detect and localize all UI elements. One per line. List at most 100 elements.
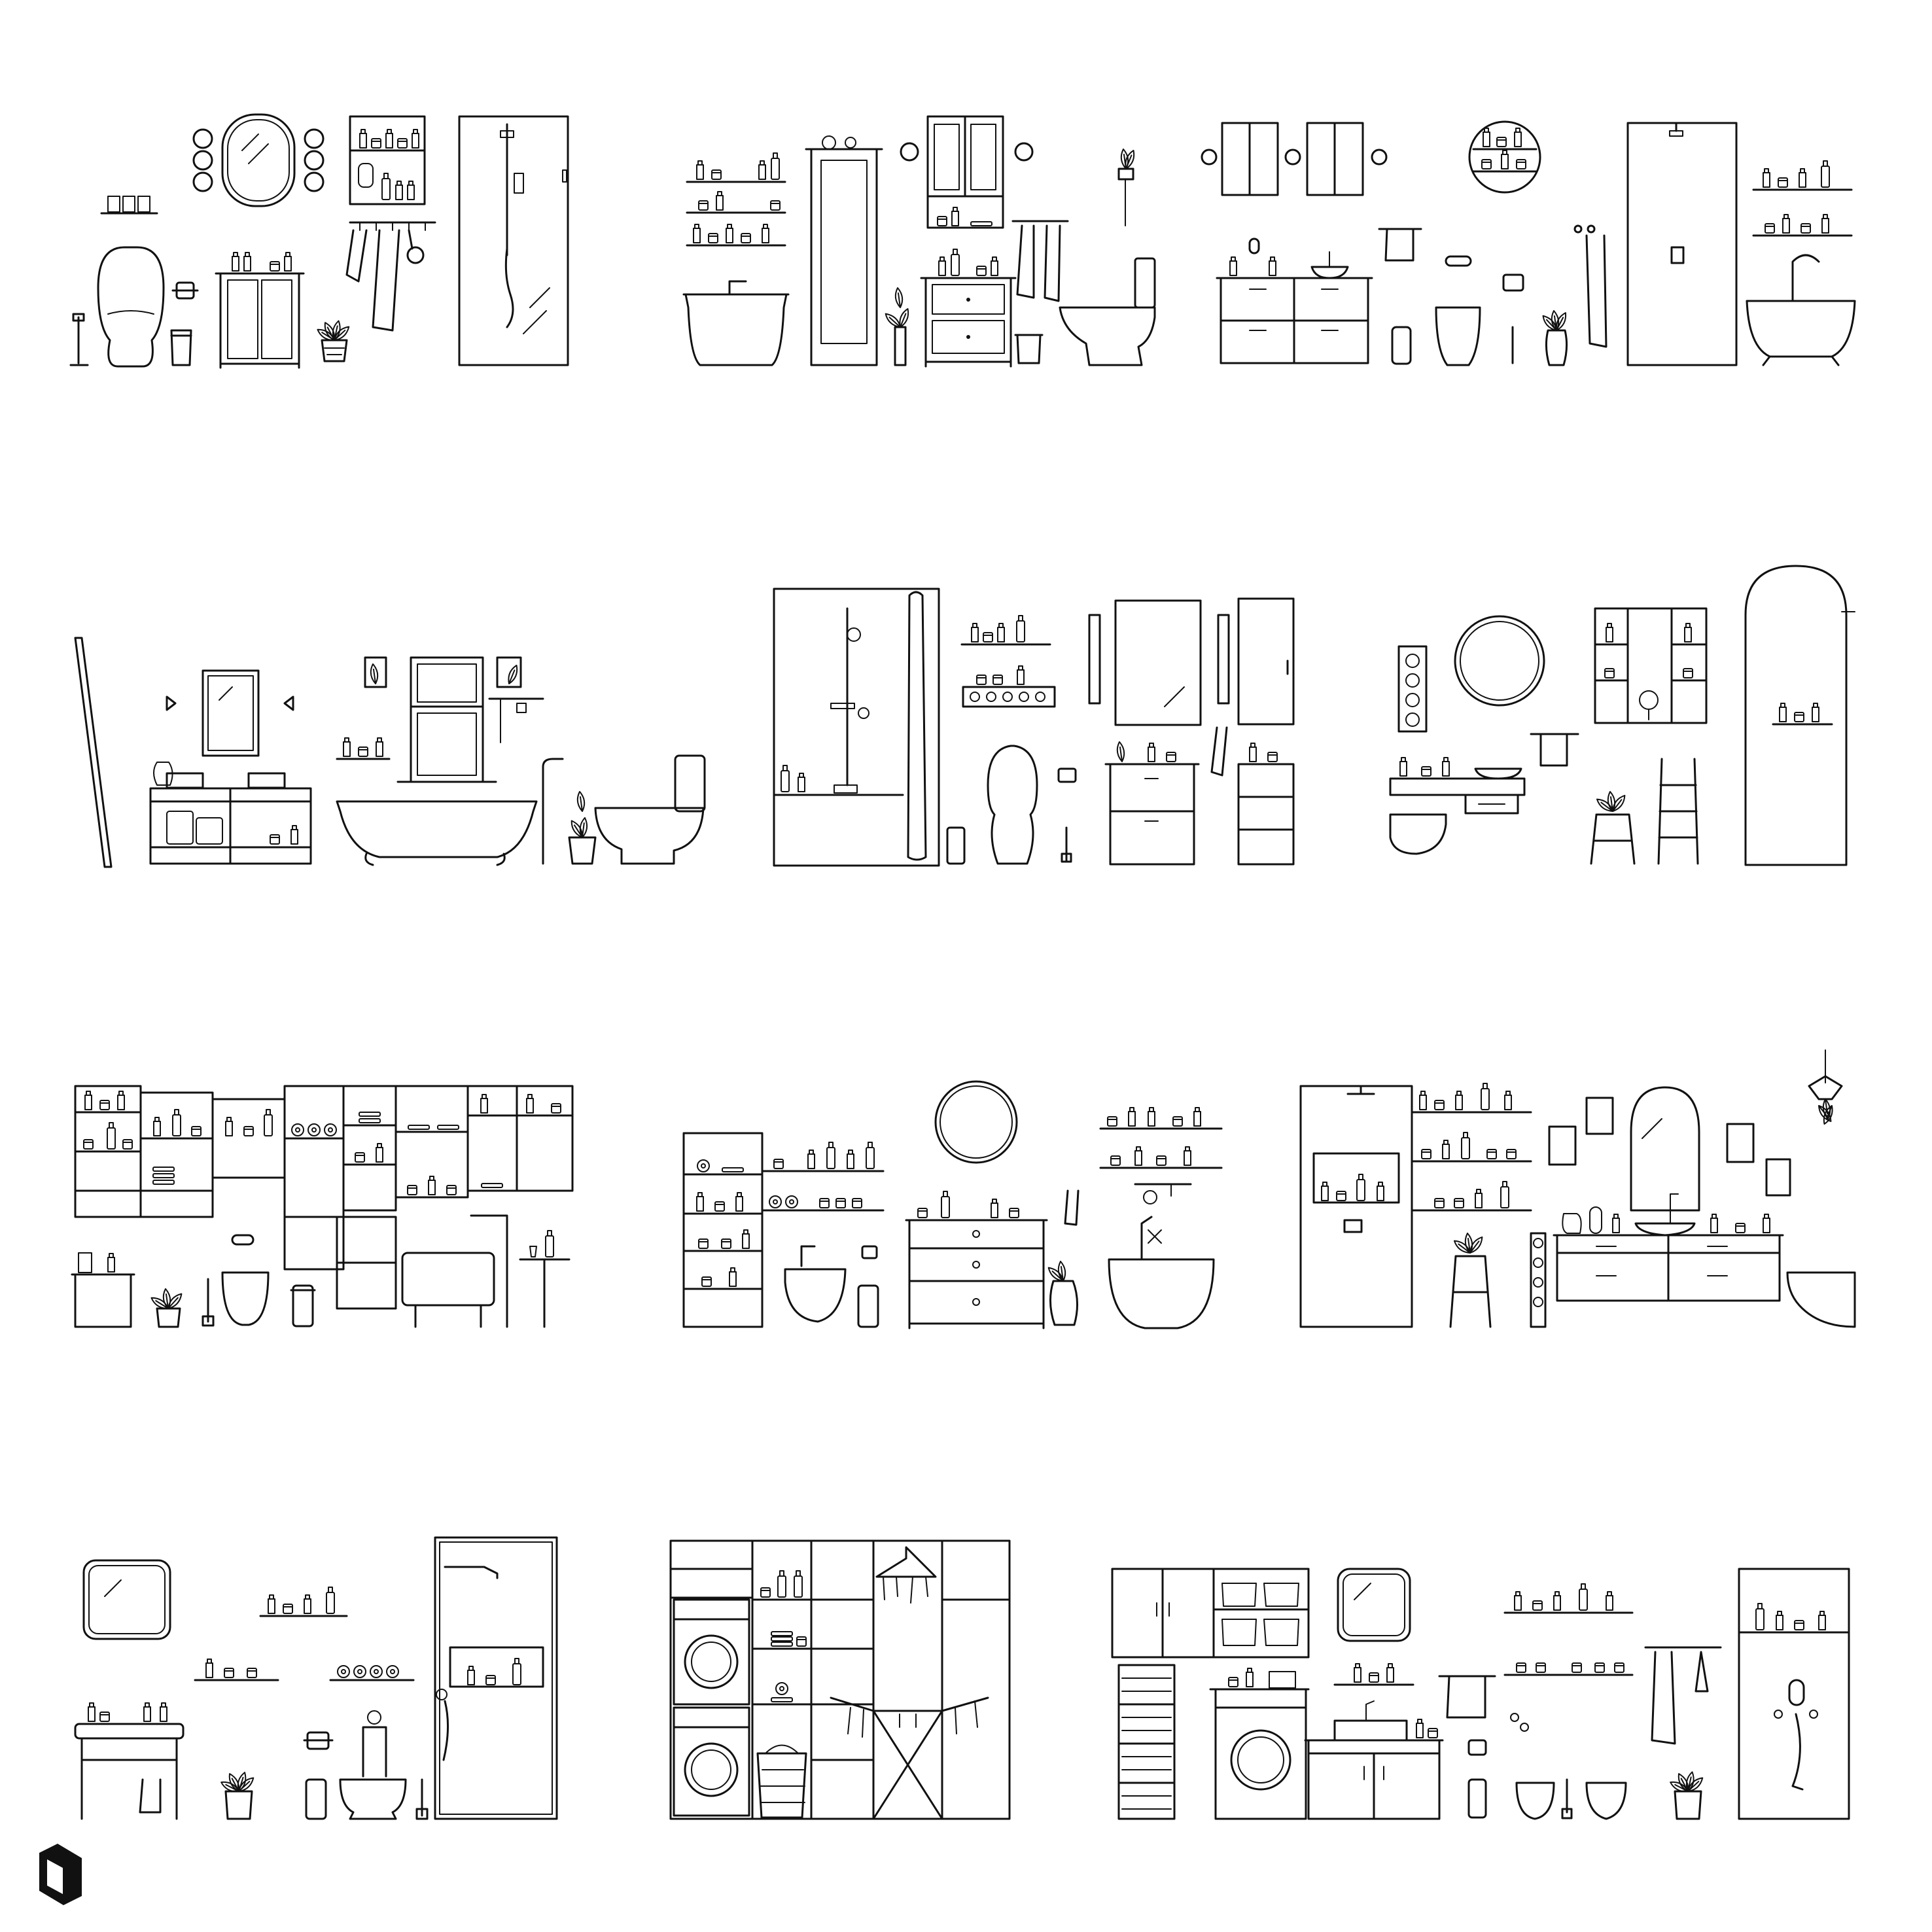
floating-vanity-icon — [1389, 757, 1526, 815]
round-mirror-icon — [1454, 615, 1545, 707]
scene-bathroom-2 — [682, 115, 1156, 368]
drying-rack-icon — [830, 1696, 989, 1820]
wall-switch-icon — [1445, 255, 1472, 267]
bathtub-icon — [336, 800, 538, 866]
towel-bar-icon — [1378, 228, 1422, 262]
towel-bar-icon — [1438, 1675, 1496, 1719]
bathtub-icon — [1108, 1216, 1215, 1329]
toilet-icon — [987, 745, 1038, 865]
toilet-paper-holder-icon — [231, 1234, 255, 1246]
freestanding-tap-icon — [542, 758, 564, 865]
toilet-icon — [1786, 1271, 1856, 1328]
toilet-brush-icon — [202, 1278, 215, 1327]
bin-icon — [1391, 326, 1412, 365]
plant-pot-icon — [149, 1288, 186, 1328]
vanity-icon — [1216, 237, 1373, 364]
tall-cabinet-icon — [1237, 597, 1295, 866]
hanging-plant-icon — [1808, 1049, 1843, 1126]
towel-bar-icon — [1530, 733, 1579, 767]
shower-enclosure-icon — [1738, 1568, 1850, 1820]
bin-icon — [305, 1778, 327, 1820]
bin-icon — [1467, 1778, 1487, 1819]
double-vanity-icon — [149, 762, 312, 865]
arched-shower-icon — [1744, 565, 1855, 866]
wall-lamp-icon — [1201, 149, 1388, 166]
leaning-ladder-icon — [74, 637, 113, 868]
toilet-icon — [97, 246, 165, 368]
wall-shelf-icon — [686, 152, 786, 247]
vase-plant-icon — [1046, 1261, 1079, 1326]
toilet-paper-holder-icon — [1502, 273, 1524, 292]
hook-rail-icon — [345, 221, 436, 332]
washstand-icon — [74, 1702, 184, 1820]
wall-lamp-icon — [166, 695, 294, 711]
hook-rail-icon — [1011, 220, 1069, 302]
framed-picture-icon — [364, 656, 522, 688]
medicine-cabinet-icon — [349, 115, 426, 205]
mirror-icon — [82, 1559, 171, 1640]
shower-enclosure-icon — [434, 1536, 558, 1820]
wall-lamp-icon — [192, 128, 325, 192]
scene-bathroom-8 — [682, 1080, 1223, 1329]
bin-icon — [290, 1284, 316, 1327]
wall-cabinet-icon — [1221, 122, 1364, 196]
toilet-brush-icon — [1561, 1778, 1573, 1819]
wall-shelf-icon — [1411, 1083, 1532, 1212]
shelf-items-icon — [760, 1570, 807, 1702]
bin-icon — [857, 1284, 879, 1328]
bin-icon — [1014, 334, 1044, 364]
scene-bathroom-6 — [1389, 565, 1855, 866]
toilet-icon — [1585, 1782, 1627, 1820]
scene-laundry-1 — [669, 1539, 1011, 1820]
toilet-paper-holder-icon — [1467, 1739, 1487, 1756]
open-shelving-icon — [682, 1132, 885, 1328]
toilet-brush-icon — [69, 313, 89, 366]
round-mirror-icon — [934, 1080, 1018, 1164]
laundry-wall-icon — [669, 1539, 1011, 1820]
hook-rail-icon — [1134, 1183, 1192, 1204]
long-vanity-icon — [1553, 1193, 1784, 1302]
vanity-icon — [215, 252, 305, 369]
shower-enclosure-icon — [458, 115, 569, 366]
scene-laundry-2 — [1111, 1568, 1850, 1820]
wall-cabinet-icon — [926, 115, 1004, 229]
bin-icon — [946, 826, 966, 865]
toilet-icon — [1059, 257, 1156, 366]
shower-bath-icon — [773, 588, 940, 867]
hanging-towel-icon — [1064, 1189, 1080, 1226]
hook-rail-icon — [1644, 1646, 1722, 1745]
toilet-paper-holder-icon — [171, 281, 199, 300]
wall-shelf-icon — [960, 615, 1056, 708]
scene-bathroom-4 — [74, 637, 706, 868]
vanity-icon — [1104, 741, 1200, 866]
scene-bathroom-7 — [71, 1085, 574, 1328]
towel-ladder-icon — [1657, 758, 1699, 865]
bathtub-icon — [682, 280, 790, 366]
wall-shelf-icon — [100, 196, 158, 215]
toilet-paper-holder-icon — [303, 1731, 334, 1750]
shower-enclosure-icon — [1626, 122, 1738, 366]
toilet-icon — [594, 754, 706, 865]
cube-logo-icon — [39, 1844, 82, 1905]
bin-icon — [170, 329, 192, 366]
plant-pot-icon — [315, 319, 353, 362]
vase-plant-icon — [1540, 310, 1570, 366]
wall-shelf-icon — [1503, 1583, 1634, 1676]
arched-mirror-icon — [1630, 1086, 1700, 1212]
washing-machine-icon — [673, 1598, 750, 1817]
mirror-icon — [1333, 1568, 1414, 1686]
plant-stand-icon — [1449, 1233, 1492, 1328]
hook-rail-icon — [488, 697, 544, 743]
toilet-brush-icon — [415, 1778, 429, 1820]
round-shelf-mirror-icon — [1468, 120, 1541, 194]
vase-plant-icon — [883, 287, 913, 366]
bathtub-icon — [1746, 254, 1856, 366]
robe-hook-icon — [1573, 224, 1607, 348]
toilet-paper-holder-icon — [1057, 767, 1077, 783]
toilet-icon — [1435, 306, 1481, 366]
toilet-paper-holder-icon — [861, 1245, 878, 1259]
wall-light-icon — [1088, 614, 1230, 705]
mirror-icon — [202, 669, 260, 757]
wall-shelf-icon — [1099, 1107, 1223, 1169]
toilet-brush-icon — [1061, 826, 1072, 863]
